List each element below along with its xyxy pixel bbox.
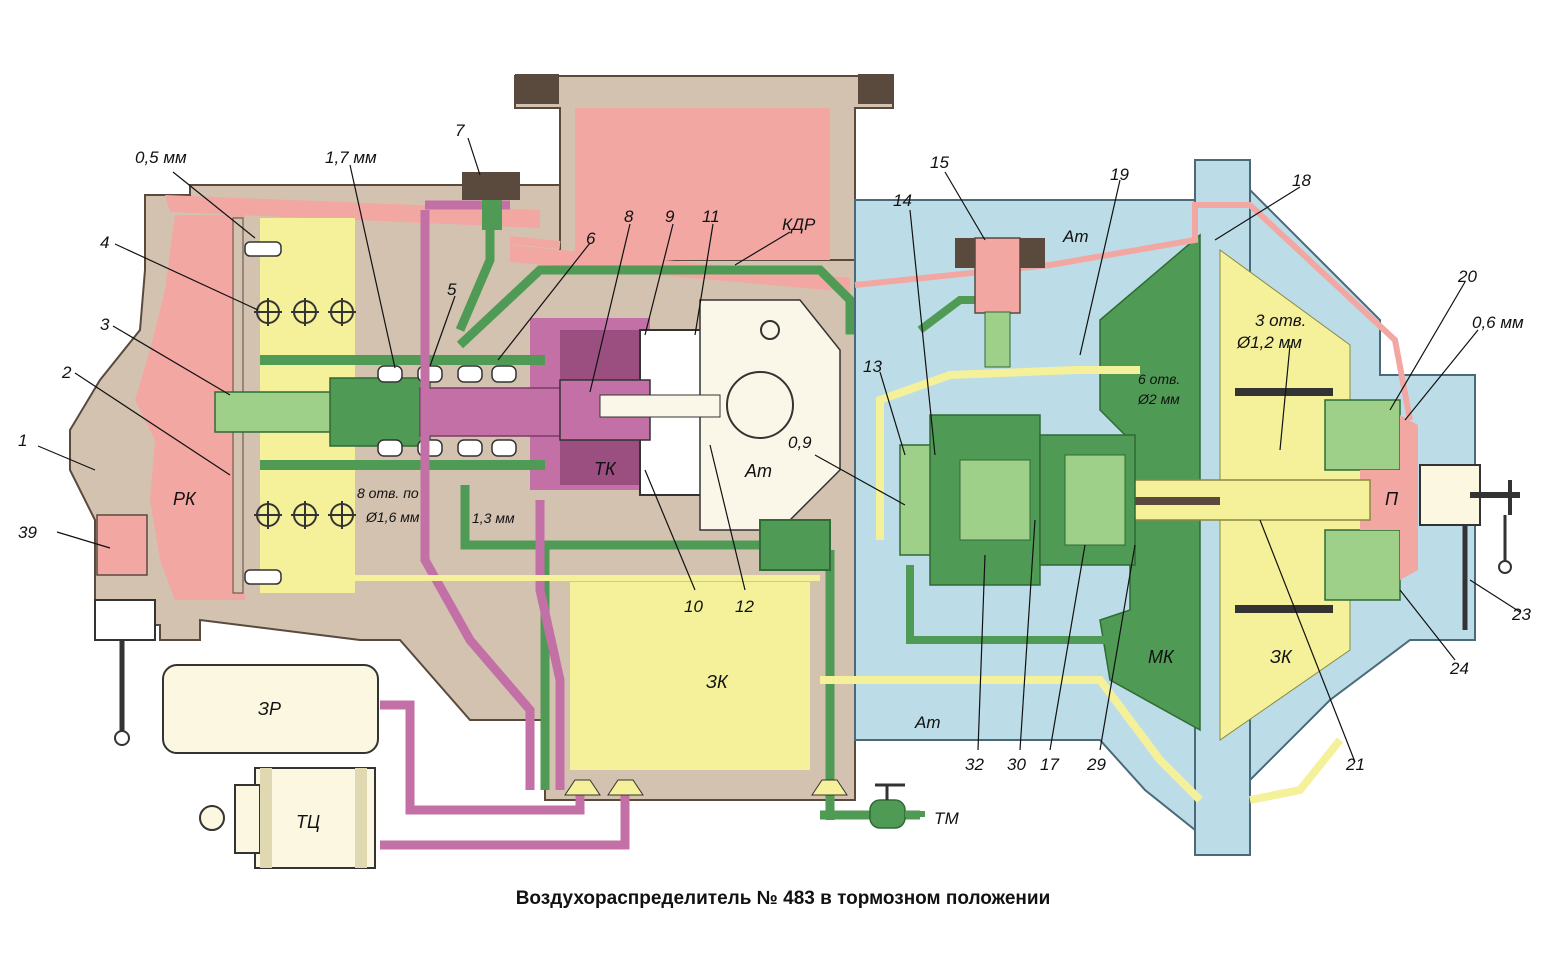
label-30: 30 [1007,755,1026,774]
label-14: 14 [893,191,912,210]
dimension-labels: 0,5 мм 1,7 мм 8 отв. по Ø1,6 мм 1,3 мм 0… [135,148,1524,526]
dim-06mm: 0,6 мм [1472,313,1524,332]
piston-20 [1324,399,1401,471]
label-12: 12 [735,597,754,616]
dim-13mm: 1,3 мм [472,510,515,526]
zone-zk-left: ЗК [706,672,729,692]
label-39: 39 [18,523,37,542]
label-32: 32 [965,755,984,774]
rk-chamber [135,215,245,600]
reservoir-zr [162,664,379,754]
dim-8holes: 8 отв. по [357,485,419,501]
main-body [69,74,920,850]
label-2: 2 [61,363,72,382]
zone-zk-right: ЗК [1270,647,1293,667]
yellow-lines-right [820,366,1344,804]
leader-lines [37,137,1521,763]
dim-6holes: 6 отв. [1138,371,1180,387]
zone-p: П [1385,489,1399,509]
magistral-section [820,159,1520,856]
part7-cap [462,172,520,200]
zone-at-left: Ат [744,461,772,481]
label-9: 9 [665,207,675,226]
label-7: 7 [455,121,465,140]
label-29: 29 [1086,755,1106,774]
dim-17mm: 1,7 мм [325,148,377,167]
zone-at-top: Ат [1062,227,1089,246]
zk-chamber-left [570,570,810,770]
zone-tc: ТЦ [296,812,320,832]
dim-8holes-diam: Ø1,6 мм [365,509,420,525]
zone-kdr: КДР [782,215,816,234]
spring-coils-top [254,298,356,326]
label-23: 23 [1511,605,1531,624]
magenta-lines [380,200,630,850]
plug-39 [94,599,156,641]
dim-05mm: 0,5 мм [135,148,187,167]
label-20: 20 [1457,267,1477,286]
spring-coils-bottom [254,501,356,529]
label-15: 15 [930,153,949,172]
zone-mk: МК [1148,647,1175,667]
dim-3holes: 3 отв. [1255,311,1306,330]
dim-6holes-diam: Ø2 мм [1137,391,1180,407]
filter [759,519,831,571]
right-springs [1235,388,1333,613]
label-17: 17 [1040,755,1059,774]
zone-labels: РК ТК Ат Ат Ат КДР ЗК ЗК МК П ЗР ТЦ ТМ [173,215,1399,832]
label-19: 19 [1110,165,1129,184]
zone-at-bottom: Ат [914,713,941,732]
dim-3holes-diam: Ø1,2 мм [1236,333,1302,352]
figure-caption: Воздухораспределитель № 483 в тормозном … [515,888,1051,909]
part-number-labels: 1 2 3 4 5 6 7 8 9 11 10 12 39 13 14 15 1… [18,121,1531,774]
green-lines-left [455,220,920,820]
label-13: 13 [863,357,882,376]
tm-valve [869,783,925,829]
label-11: 11 [702,207,720,226]
label-4: 4 [100,233,109,252]
zone-tk: ТК [594,459,617,479]
zone-tm: ТМ [934,809,960,828]
label-3: 3 [100,315,110,334]
label-21: 21 [1345,755,1365,774]
label-18: 18 [1292,171,1311,190]
kdr-chamber [575,108,830,260]
dim-09: 0,9 [788,433,812,452]
brake-cylinder-tc [199,767,376,869]
label-1: 1 [18,431,27,450]
label-6: 6 [586,229,596,248]
label-10: 10 [684,597,703,616]
seal-rings [244,241,517,585]
label-8: 8 [624,207,634,226]
pink-line-right [854,202,1413,421]
piston-rod [214,391,346,433]
zone-zr: ЗР [258,699,281,719]
label-5: 5 [447,280,457,299]
label-24: 24 [1449,659,1469,678]
zone-rk: РК [173,489,197,509]
